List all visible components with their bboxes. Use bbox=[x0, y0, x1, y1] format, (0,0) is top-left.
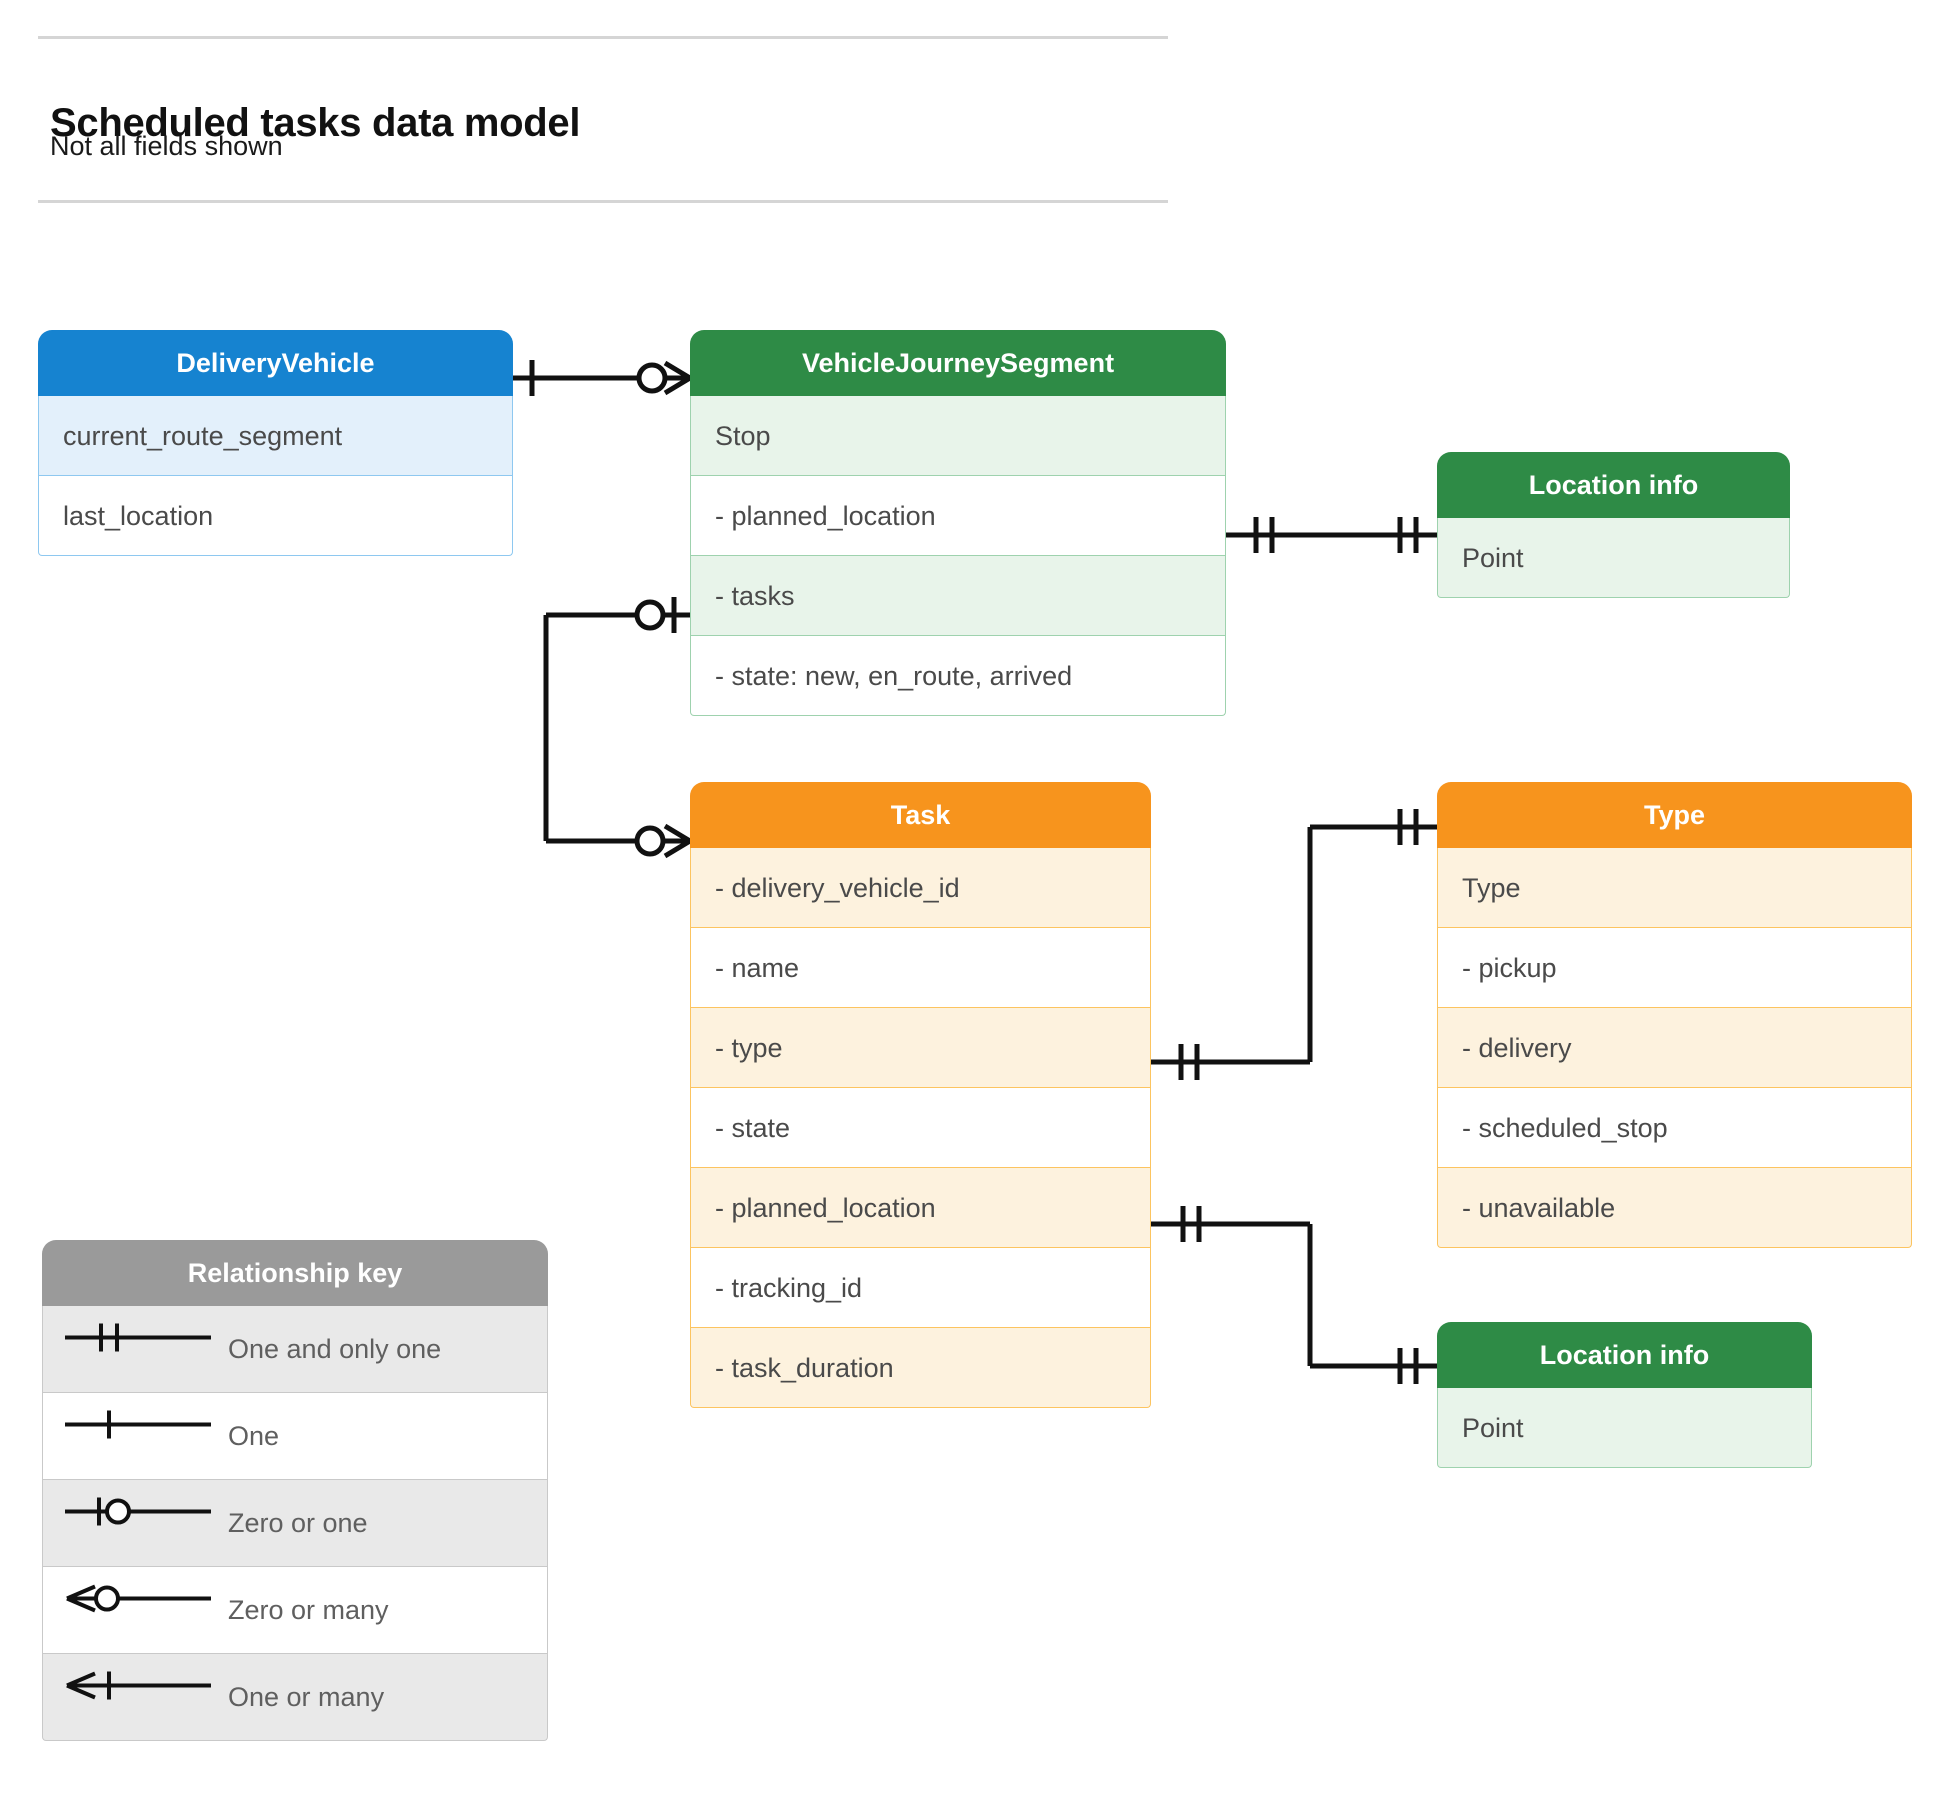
page-subtitle: Not all fields shown bbox=[50, 131, 283, 161]
one-and-only-one-icon bbox=[61, 1306, 216, 1392]
entity-row-state: - state: new, en_route, arrived bbox=[690, 636, 1226, 716]
entity-row-delivery-vehicle-id: - delivery_vehicle_id bbox=[690, 848, 1151, 928]
entity-delivery-vehicle-title: DeliveryVehicle bbox=[38, 330, 513, 396]
zero-or-many-icon bbox=[61, 1567, 216, 1653]
header-divider-top bbox=[38, 36, 1168, 39]
one-icon bbox=[61, 1393, 216, 1479]
legend-item-zero-or-one: Zero or one bbox=[42, 1480, 548, 1567]
entity-type-title: Type bbox=[1437, 782, 1912, 848]
entity-row-type: - type bbox=[690, 1008, 1151, 1088]
entity-task[interactable]: Task - delivery_vehicle_id - name - type… bbox=[690, 782, 1151, 1408]
legend-item-zero-or-many: Zero or many bbox=[42, 1567, 548, 1654]
legend-label-one-and-only-one: One and only one bbox=[228, 1334, 442, 1364]
entity-location-info-top-title: Location info bbox=[1437, 452, 1790, 518]
entity-location-info-bottom[interactable]: Location info Point bbox=[1437, 1322, 1812, 1468]
legend-item-one: One bbox=[42, 1393, 548, 1480]
entity-location-info-bottom-title: Location info bbox=[1437, 1322, 1812, 1388]
entity-row-last-location: last_location bbox=[38, 476, 513, 556]
entity-row-task-planned-location: - planned_location bbox=[690, 1168, 1151, 1248]
legend-item-one-and-only-one: One and only one bbox=[42, 1306, 548, 1393]
entity-location-info-top[interactable]: Location info Point bbox=[1437, 452, 1790, 598]
entity-row-point-top: Point bbox=[1437, 518, 1790, 598]
one-or-many-icon bbox=[61, 1654, 216, 1740]
entity-row-pickup: - pickup bbox=[1437, 928, 1912, 1008]
entity-row-stop: Stop bbox=[690, 396, 1226, 476]
entity-row-state: - state bbox=[690, 1088, 1151, 1168]
legend-label-zero-or-many: Zero or many bbox=[228, 1595, 389, 1625]
entity-row-unavailable: - unavailable bbox=[1437, 1168, 1912, 1248]
legend-title: Relationship key bbox=[42, 1240, 548, 1306]
legend-label-one-or-many: One or many bbox=[228, 1682, 385, 1712]
entity-task-title: Task bbox=[690, 782, 1151, 848]
entity-row-current-route-segment: current_route_segment bbox=[38, 396, 513, 476]
zero-or-one-icon bbox=[61, 1480, 216, 1566]
entity-row-type-label: Type bbox=[1437, 848, 1912, 928]
page-title: Scheduled tasks data model bbox=[50, 100, 581, 145]
legend-label-zero-or-one: Zero or one bbox=[228, 1508, 368, 1538]
legend-relationship-key[interactable]: Relationship key One and only one bbox=[42, 1240, 548, 1741]
entity-row-scheduled-stop: - scheduled_stop bbox=[1437, 1088, 1912, 1168]
entity-row-name: - name bbox=[690, 928, 1151, 1008]
entity-row-tasks: - tasks bbox=[690, 556, 1226, 636]
entity-type[interactable]: Type Type - pickup - delivery - schedule… bbox=[1437, 782, 1912, 1248]
header-divider-bottom bbox=[38, 200, 1168, 203]
entity-row-point-bottom: Point bbox=[1437, 1388, 1812, 1468]
legend-label-one: One bbox=[228, 1421, 280, 1451]
entity-row-planned-location: - planned_location bbox=[690, 476, 1226, 556]
entity-row-tracking-id: - tracking_id bbox=[690, 1248, 1151, 1328]
entity-delivery-vehicle[interactable]: DeliveryVehicle current_route_segment la… bbox=[38, 330, 513, 556]
legend-item-one-or-many: One or many bbox=[42, 1654, 548, 1741]
entity-row-task-duration: - task_duration bbox=[690, 1328, 1151, 1408]
entity-row-delivery: - delivery bbox=[1437, 1008, 1912, 1088]
entity-vehicle-journey-segment[interactable]: VehicleJourneySegment Stop - planned_loc… bbox=[690, 330, 1226, 716]
entity-vehicle-journey-segment-title: VehicleJourneySegment bbox=[690, 330, 1226, 396]
